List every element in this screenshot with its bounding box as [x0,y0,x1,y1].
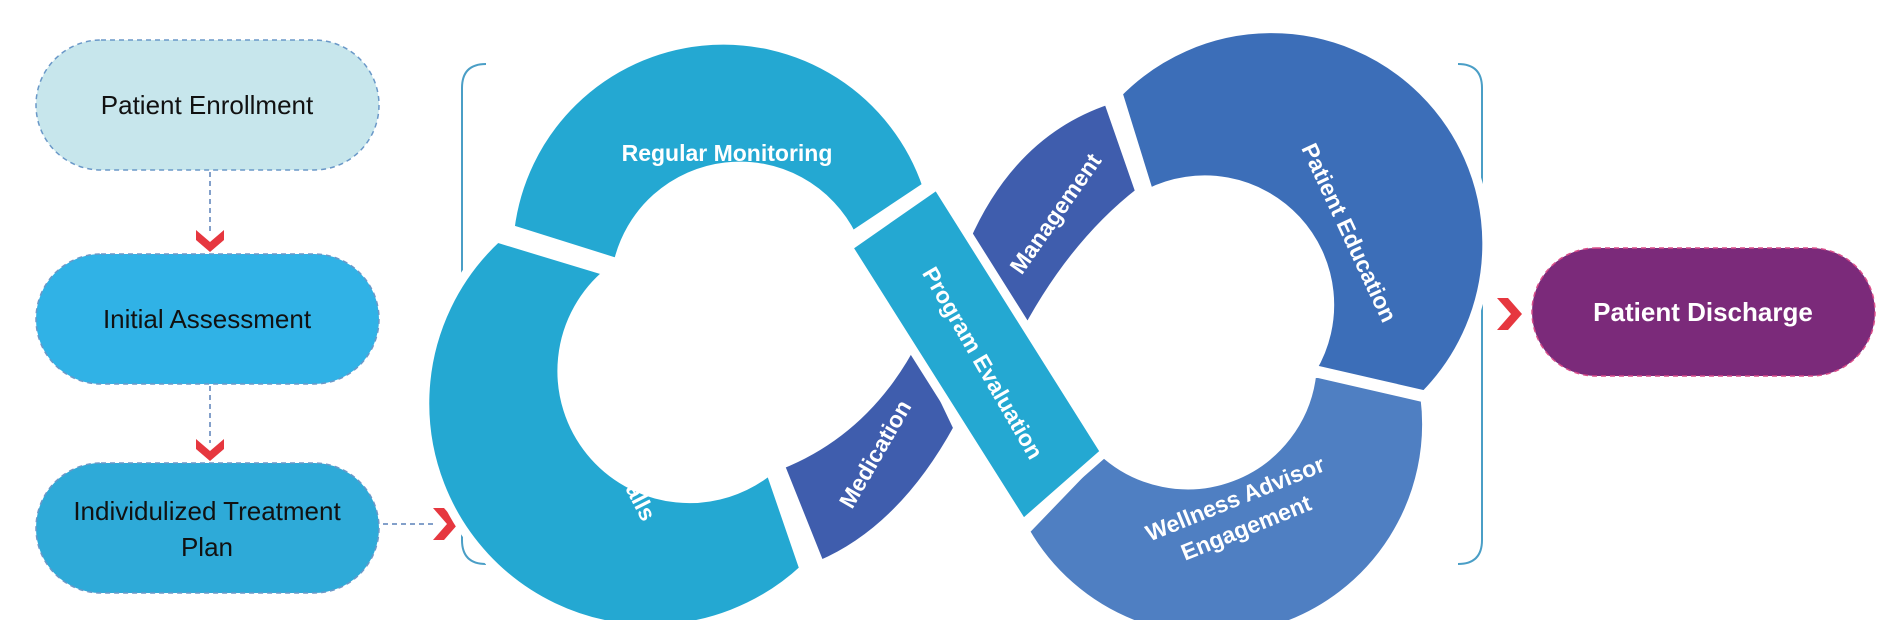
right-arrow-icon [1497,298,1522,330]
segment-program-evaluation[interactable] [843,180,1110,529]
down-arrow-icon [196,439,224,461]
step-individualized-treatment-plan[interactable]: Individulized Treatment Plan [35,462,380,594]
segment-regular-monitoring[interactable] [505,35,932,268]
segment-management[interactable] [960,95,1145,353]
discharge-label: Patient Discharge [1593,297,1813,327]
step-patient-discharge[interactable]: Patient Discharge [1531,247,1876,377]
right-bracket [1457,63,1483,565]
right-arrow-icon [433,508,458,540]
segment-wellness-advisor-engagement[interactable] [1020,367,1432,620]
step-label-line2: Plan [181,532,233,562]
step-label: Patient Enrollment [101,90,314,120]
step-label: Initial Assessment [103,304,312,334]
segment-follow-up-calls[interactable] [420,233,809,620]
infinity-cycle [420,24,1492,620]
down-arrow-icon [196,230,224,252]
segment-label-regular-monitoring: Regular Monitoring [622,140,833,166]
step-label-line1: Individulized Treatment [73,496,341,526]
step-initial-assessment[interactable]: Initial Assessment [35,253,380,385]
segment-patient-education[interactable] [1113,24,1492,400]
step-patient-enrollment[interactable]: Patient Enrollment [35,39,380,171]
